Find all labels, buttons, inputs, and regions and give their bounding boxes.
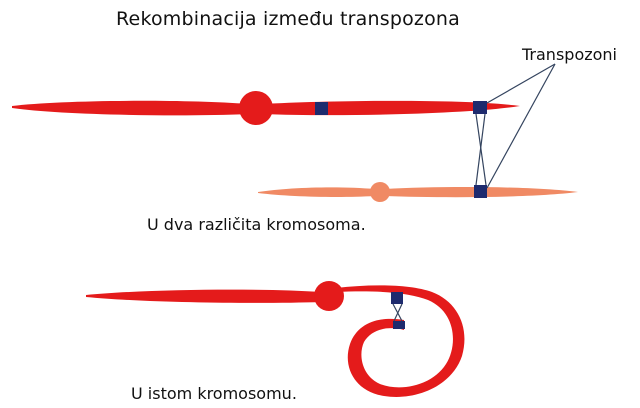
transposon-2 — [474, 185, 487, 198]
chromosome-1-centromere — [239, 91, 273, 125]
recombination-crossing — [476, 114, 486, 185]
transposon-3a — [391, 292, 403, 304]
transposon-1b — [473, 101, 487, 114]
recombination-crossing-same — [393, 304, 402, 321]
chromosome-1 — [12, 91, 520, 125]
chromosome-2 — [258, 182, 578, 202]
chromosome-3 — [86, 281, 464, 397]
transposon-pointer-lines — [487, 64, 555, 188]
transposon-3b — [393, 321, 405, 329]
chromosome-1-left-arm — [12, 101, 248, 116]
chromosome-3-left-arm — [86, 290, 322, 303]
chromosome-2-centromere — [370, 182, 390, 202]
chromosome-3-centromere — [314, 281, 344, 311]
transposon-1a — [315, 102, 328, 115]
chromosome-2-left-arm — [258, 187, 375, 197]
